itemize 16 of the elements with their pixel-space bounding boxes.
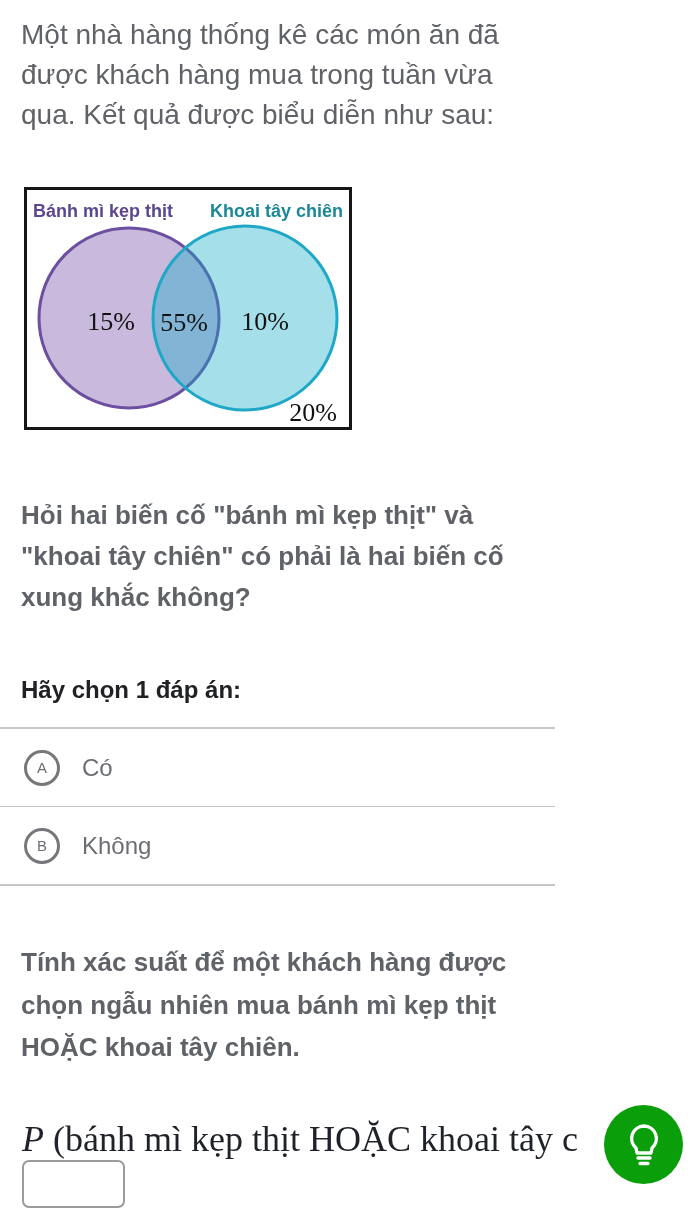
percent-value: 55% [160,309,208,337]
answer-option: B Không [0,807,555,886]
answer-option: A Có [0,727,555,808]
percent-value: 20% [289,399,337,427]
set-label: Bánh mì kẹp thịt [33,200,173,223]
percent-value: 15% [87,308,135,336]
question-text: Hỏi hai biến cố "bánh mì kẹp thịt" và "khoai tây chiên" có phải là hai biến cố xung khắc không? [21,499,505,614]
prompt-text: Hãy chọn 1 đáp án: [21,675,243,705]
venn-frame [24,187,352,430]
intro-text: Một nhà hàng thống kê các món ăn đã được khách hàng mua trong tuần vừa qua. Kết quả được biểu diễn như sau: [21,18,500,132]
option-letter: B [24,827,60,864]
task-text: Tính xác suất để một khách hàng được chọn ngẫu nhiên mua bánh mì kẹp thịt HOẶC khoai tây chiên. [21,946,508,1064]
option-letter: A [24,749,60,786]
probability-expression: P (bánh mì kẹp thịt HOẶC khoai tây c [22,1118,578,1161]
set-label: Khoai tây chiên [209,200,343,223]
percent-value: 10% [241,308,289,336]
